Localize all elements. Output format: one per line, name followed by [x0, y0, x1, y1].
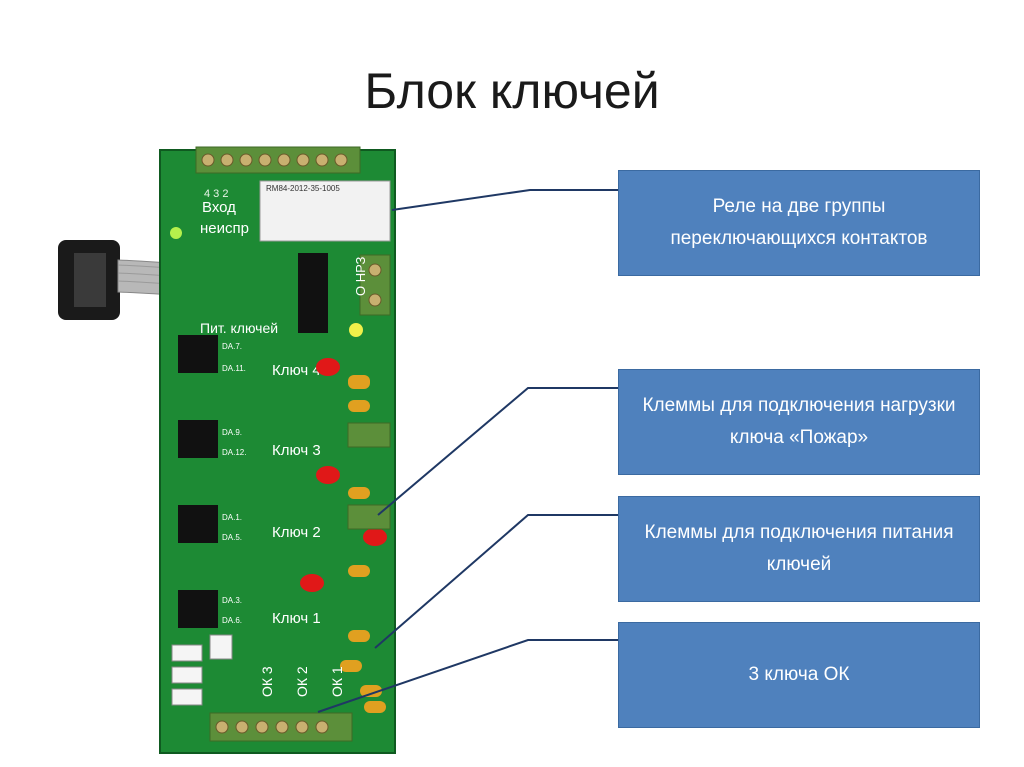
led-yellow [349, 323, 363, 337]
klyuch4-label: Ключ 4 [272, 362, 321, 379]
label-ok3: ОК 3 [259, 666, 275, 697]
da6-label: DA.6. [222, 616, 242, 625]
callout-power-terminals-text: Клеммы для подключения питания ключей [644, 522, 954, 575]
label-ok2: ОК 2 [294, 666, 310, 697]
leader-line-relay [391, 189, 618, 211]
da5-label: DA.5. [222, 533, 242, 542]
label-ok1: ОК 1 [329, 666, 345, 697]
callout-fire-terminals-text: Клеммы для подключения нагрузки ключа «П… [642, 395, 956, 448]
relay-label: RM84-2012-35-1005 [266, 184, 340, 193]
led-green [170, 227, 182, 239]
klyuch2-label: Ключ 2 [272, 524, 321, 541]
leader-line-power-terminals [374, 514, 618, 649]
label-pit-klyuchei: Пит. ключей [200, 320, 278, 336]
label-nrz: О НРЗ [353, 257, 368, 296]
da12-label: DA.12. [222, 448, 246, 457]
callout-relay-text: Реле на две группы переключающихся конта… [670, 196, 928, 249]
label-vhod: Вход [202, 199, 236, 216]
relay [259, 180, 391, 242]
optocouplers [171, 634, 233, 706]
klyuch1-label: Ключ 1 [272, 610, 321, 627]
slide-title: Блок ключей [364, 63, 660, 119]
da11-label: DA.11. [222, 364, 246, 373]
leader-line-fire-terminals [377, 387, 618, 516]
key-section-4: DA.7. DA.11. Ключ 4 [178, 335, 370, 412]
da7-label: DA.7. [222, 342, 242, 351]
label-neispr: неиспр [200, 220, 249, 237]
callout-fire-terminals: Клеммы для подключения нагрузки ключа «П… [618, 369, 980, 475]
da9-label: DA.9. [222, 428, 242, 437]
da3-label: DA.3. [222, 596, 242, 605]
callout-relay: Реле на две группы переключающихся конта… [618, 170, 980, 276]
callout-power-terminals: Клеммы для подключения питания ключей [618, 496, 980, 602]
circuit-board-image: RM84-2012-35-1005 4 3 2 Вход неиспр О НР… [58, 146, 396, 754]
callout-ok-keys: 3 ключа ОК [618, 622, 980, 728]
da1-label: DA.1. [222, 513, 242, 522]
klyuch3-label: Ключ 3 [272, 442, 321, 459]
callout-ok-keys-text: 3 ключа ОК [748, 664, 850, 685]
terminal-top-nums: 4 3 2 [204, 188, 228, 200]
